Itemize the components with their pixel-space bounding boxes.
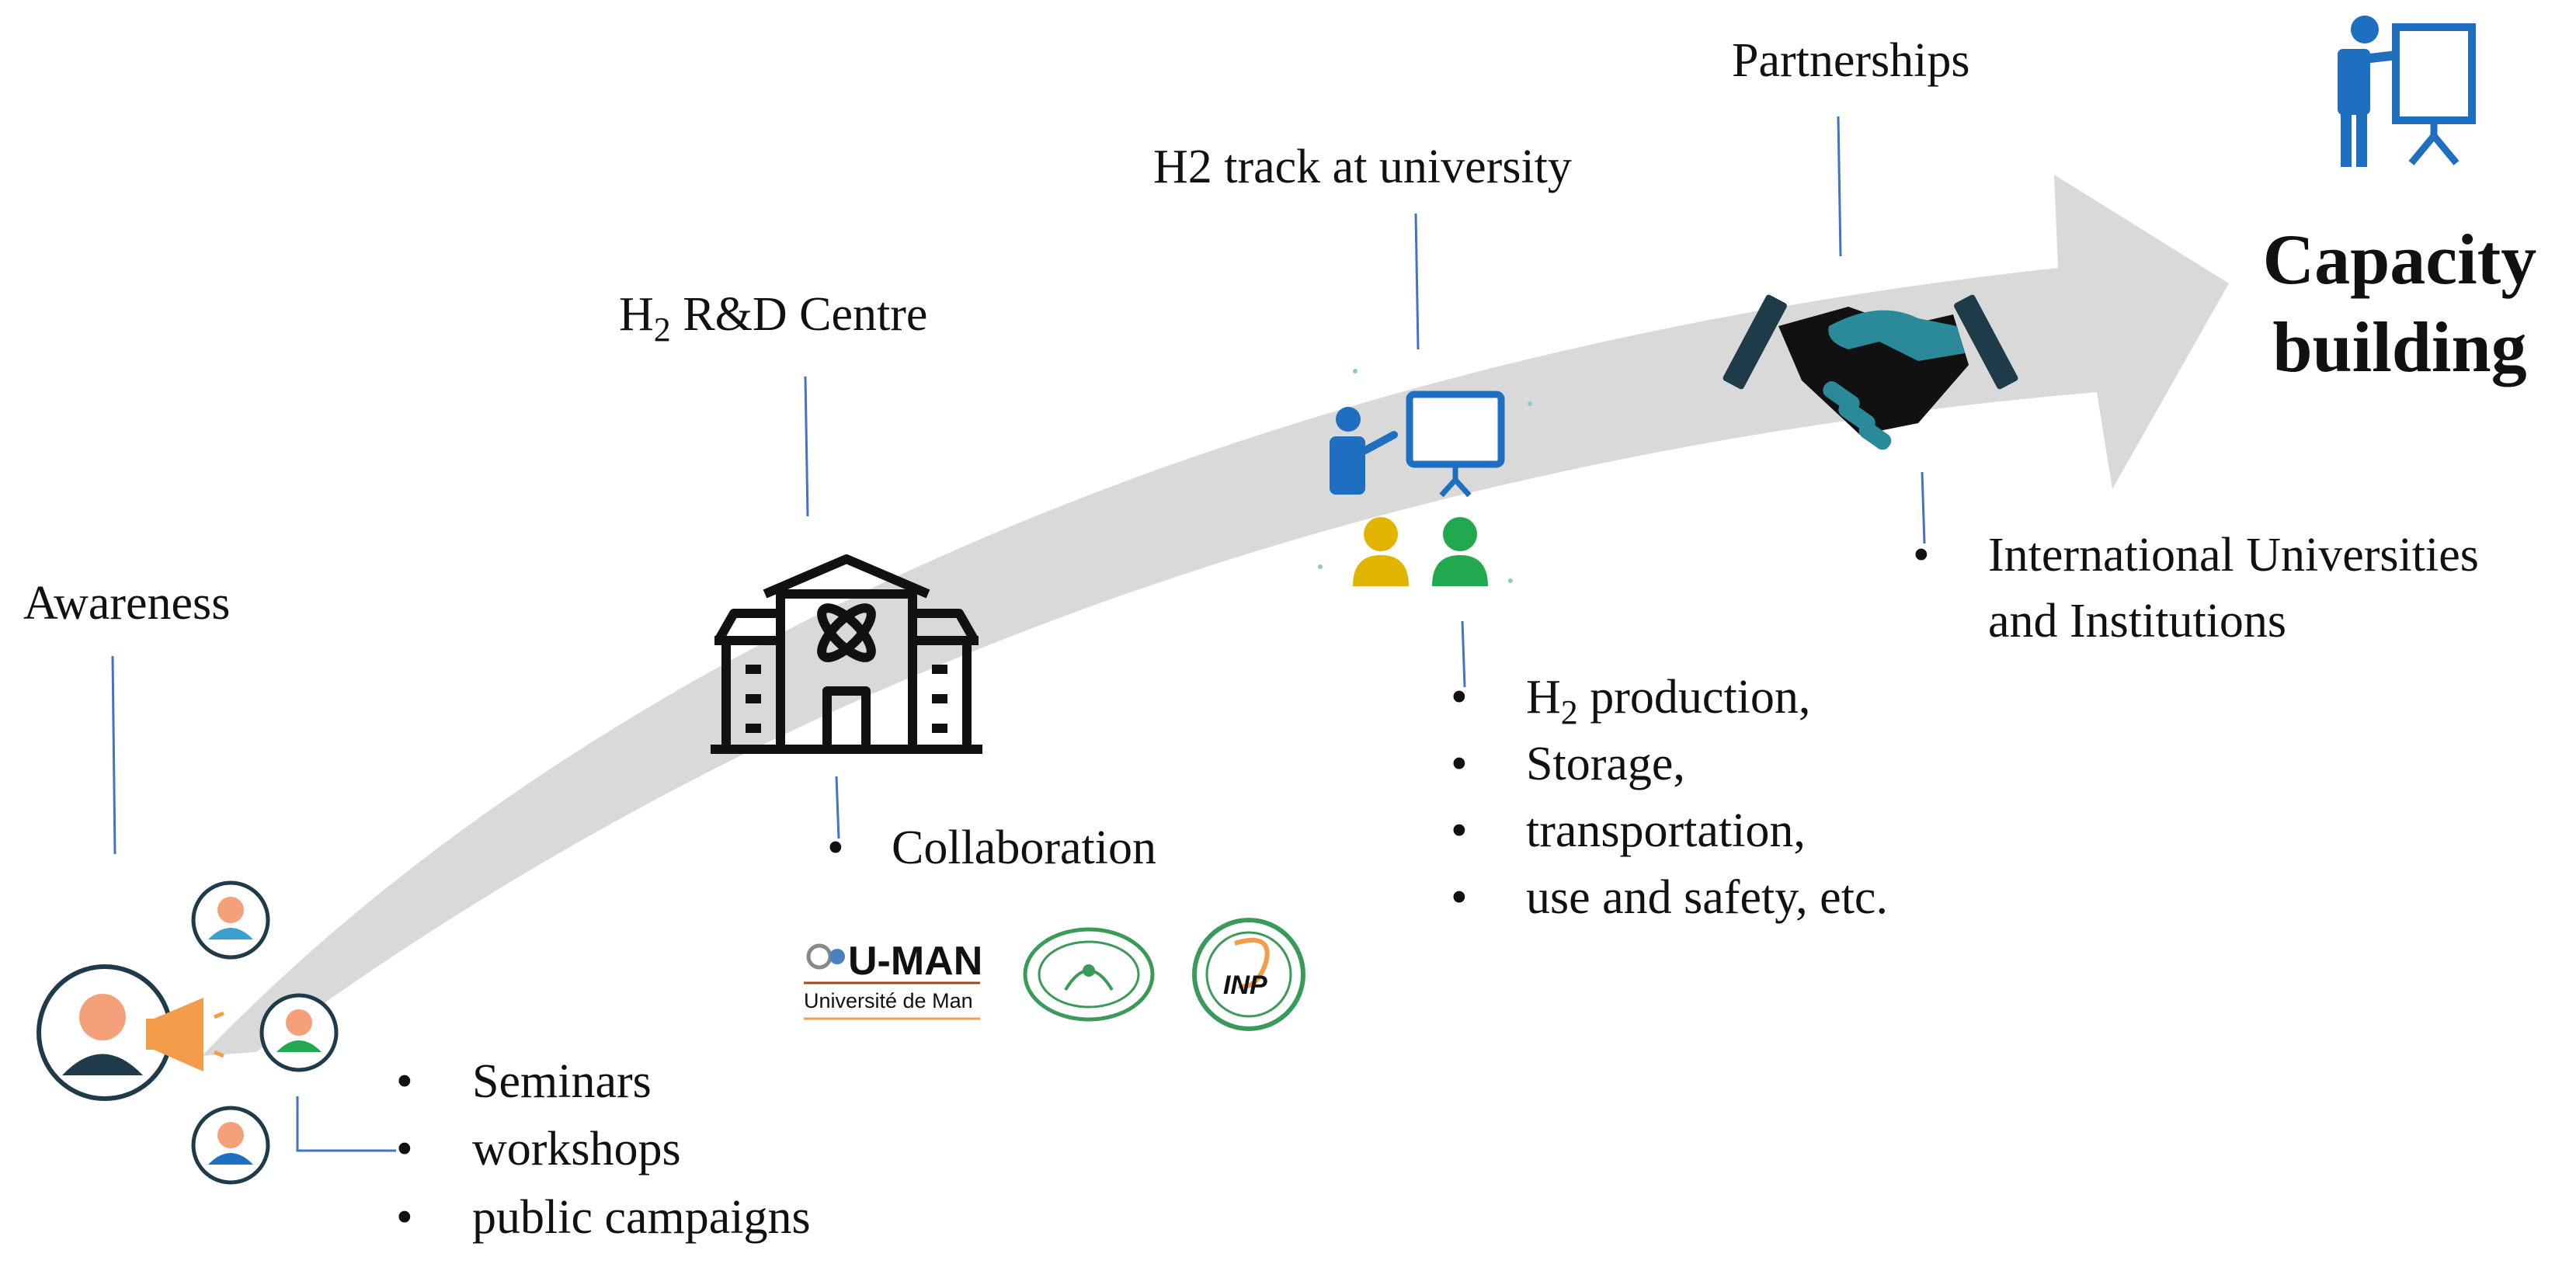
inp-logo: INP: [1192, 918, 1305, 1031]
bullet: •: [1451, 738, 1468, 790]
person-icon: [259, 993, 339, 1072]
partnerships-item: International Universities: [1988, 529, 2479, 582]
connector-line: [1837, 116, 1842, 257]
person-icon: [191, 1106, 270, 1185]
bullet: •: [1913, 529, 1930, 582]
bullet: •: [396, 1055, 413, 1108]
connector-line: [111, 655, 116, 855]
classroom-icon: [1318, 369, 1532, 586]
university-seal-logo: [1023, 927, 1155, 1022]
svg-text:INP: INP: [1223, 971, 1267, 1000]
university-title: H2 track at university: [1153, 141, 1572, 193]
connector-line: [1461, 620, 1466, 688]
handshake-icon: [1723, 294, 2018, 450]
awareness-item: public campaigns: [472, 1191, 811, 1244]
uman-logo: U-MAN Université de Man: [804, 939, 982, 1020]
connector-line: [296, 1096, 396, 1152]
university-item: use and safety, etc.: [1526, 871, 1888, 924]
awareness-item: Seminars: [472, 1055, 652, 1108]
stage-university: H2 track at university • H2 production, …: [1153, 141, 1888, 924]
svg-text:Université de Man: Université de Man: [804, 989, 973, 1012]
bullet: •: [396, 1123, 413, 1175]
bullet: •: [1451, 671, 1468, 724]
goal-title: building: [2272, 307, 2526, 387]
progress-arrow: [202, 175, 2229, 1056]
partnerships-title: Partnerships: [1732, 34, 1970, 87]
awareness-item: workshops: [472, 1123, 681, 1175]
presenter-board-icon: [2338, 16, 2476, 167]
stage-awareness: Awareness • Semi: [23, 577, 811, 1244]
svg-text:U-MAN: U-MAN: [848, 939, 982, 984]
university-item: Storage,: [1526, 738, 1685, 790]
person-icon: [191, 880, 270, 960]
bullet: •: [827, 821, 844, 874]
connector-line: [835, 776, 840, 839]
bullet: •: [1451, 804, 1468, 857]
university-item: transportation,: [1526, 804, 1806, 857]
bullet: •: [1451, 871, 1468, 924]
goal-capacity-building: Capacity building: [2263, 16, 2537, 387]
bullet: •: [396, 1191, 413, 1244]
stage-rd-centre: H2 R&D Centre • Collaboration: [619, 288, 1305, 1031]
awareness-title: Awareness: [23, 577, 230, 630]
collaboration-item: Collaboration: [892, 821, 1156, 874]
partnerships-item: and Institutions: [1988, 595, 2286, 648]
university-item: H2 production,: [1526, 671, 1810, 731]
connector-line: [1921, 471, 1926, 544]
connector-line: [1414, 213, 1420, 350]
stage-partnerships: Partnerships • International Universitie…: [1723, 34, 2479, 648]
megaphone-icon: [37, 964, 224, 1101]
rd-centre-title: H2 R&D Centre: [619, 288, 927, 349]
connector-line: [804, 376, 809, 517]
research-building-icon: [711, 554, 982, 754]
goal-title: Capacity: [2263, 220, 2537, 299]
